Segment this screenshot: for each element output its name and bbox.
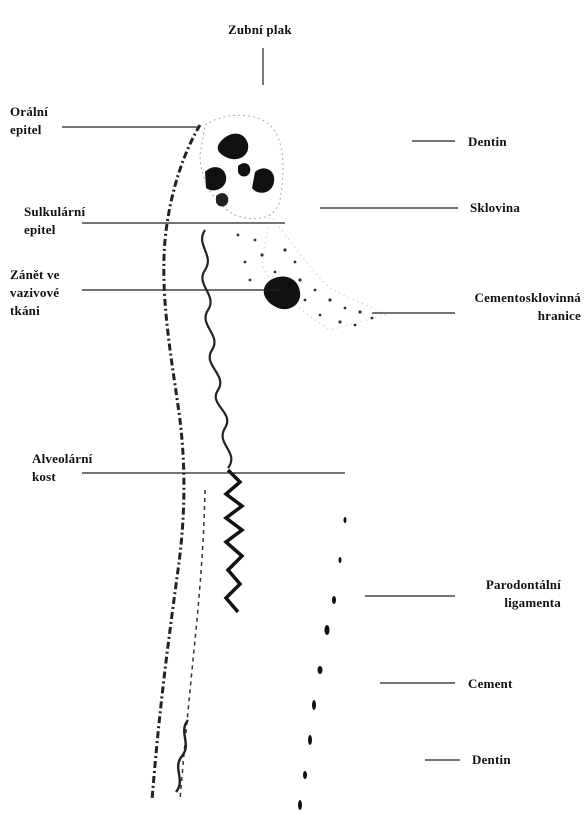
- label-inflammation-3: tkáni: [10, 303, 40, 319]
- enamel-region: [262, 215, 385, 330]
- label-cement: Cement: [468, 676, 513, 692]
- plaque-cluster-1: [218, 134, 248, 160]
- label-dental-plaque: Zubní plak: [228, 22, 292, 38]
- label-dentin-top: Dentin: [468, 134, 507, 150]
- label-cej-1: Cementosklovinná: [475, 290, 582, 306]
- plaque-cluster-2: [205, 167, 226, 190]
- label-inflammation-1: Zánět ve: [10, 267, 60, 283]
- plaque-cluster-3: [252, 168, 274, 192]
- label-dentin-bottom: Dentin: [472, 752, 511, 768]
- inflammation-cluster: [264, 277, 300, 310]
- label-alveolar-bone-2: kost: [32, 469, 56, 485]
- label-sulcular-epithelium-2: epitel: [24, 222, 56, 238]
- label-oral-epithelium-1: Orální: [10, 104, 48, 120]
- enamel-stipple: [237, 234, 374, 327]
- label-pdl-2: ligamenta: [504, 595, 561, 611]
- label-enamel: Sklovina: [470, 200, 520, 216]
- rete-ridges: [226, 470, 242, 612]
- oral-epithelium-outline: [152, 125, 200, 800]
- cementum-dots: [298, 517, 347, 810]
- sulcular-epithelium-line: [202, 230, 231, 468]
- plaque-cluster-5: [216, 193, 228, 206]
- label-cej-2: hranice: [538, 308, 581, 324]
- label-sulcular-epithelium-1: Sulkulární: [24, 204, 85, 220]
- label-pdl-1: Parodontální: [486, 577, 561, 593]
- label-oral-epithelium-2: epitel: [10, 122, 42, 138]
- leader-lines: [62, 48, 460, 760]
- label-inflammation-2: vazivové: [10, 285, 59, 301]
- label-alveolar-bone-1: Alveolární: [32, 451, 93, 467]
- plaque-cluster-4: [238, 163, 250, 176]
